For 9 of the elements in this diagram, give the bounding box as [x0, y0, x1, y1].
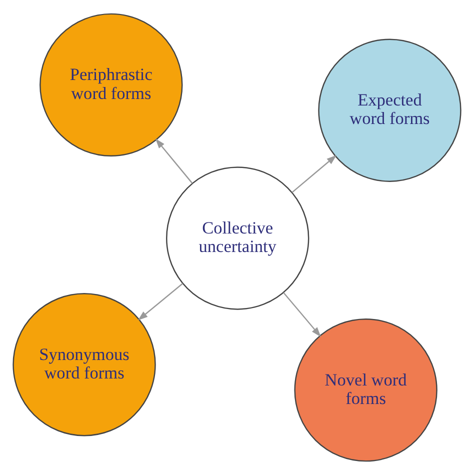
- arrow: [155, 138, 193, 184]
- node-circle: Periphrastic word forms: [40, 13, 183, 157]
- node-circle: Novel word forms: [294, 318, 438, 462]
- node-circle: Collective uncertainty: [166, 166, 310, 310]
- arrow: [283, 292, 321, 337]
- node-circle: Synonymous word forms: [12, 293, 156, 436]
- node-circle: Expected word forms: [318, 38, 462, 182]
- arrow: [292, 155, 337, 193]
- arrow: [138, 283, 184, 320]
